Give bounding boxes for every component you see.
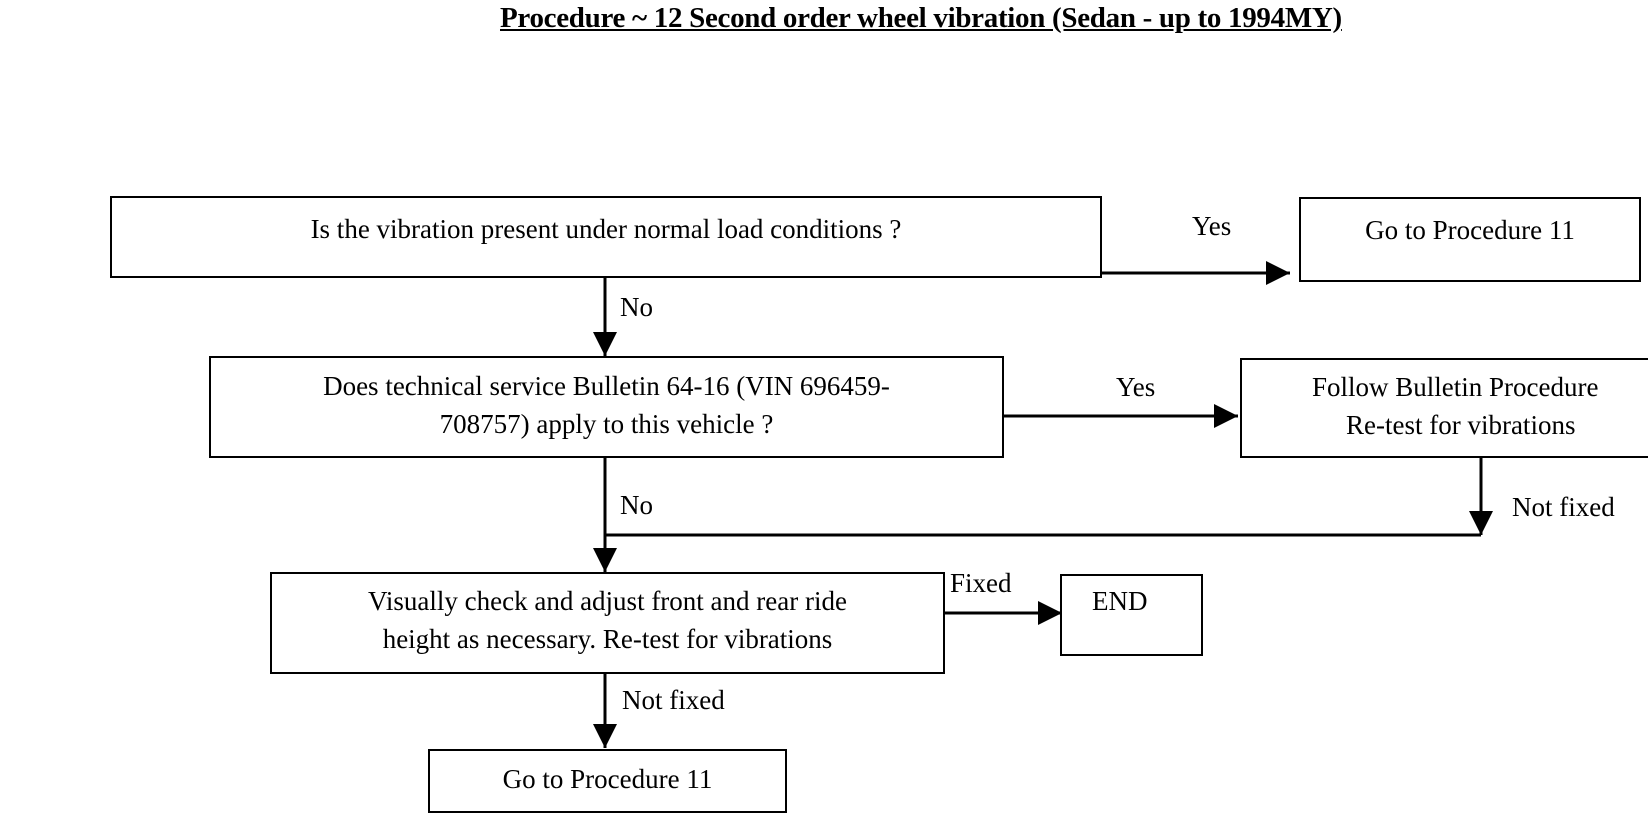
- node-end: END: [1060, 574, 1203, 656]
- edge-label-check-not-fixed: Not fixed: [622, 685, 725, 715]
- edge-label-q1-no: No: [620, 292, 653, 322]
- page-title: Procedure ~ 12 Second order wheel vibrat…: [500, 2, 1342, 34]
- node-goto11-top-text: Go to Procedure 11: [1365, 215, 1575, 245]
- node-follow-bulletin: Follow Bulletin Procedure Re-test for vi…: [1240, 358, 1648, 458]
- node-goto-procedure-11-bottom: Go to Procedure 11: [428, 749, 787, 813]
- edge-label-bulletin-not-fixed: Not fixed: [1512, 492, 1615, 522]
- edge-label-check-fixed: Fixed: [950, 568, 1012, 598]
- edge-label-q2-no: No: [620, 490, 653, 520]
- node-bulletin-line1: Follow Bulletin Procedure: [1312, 372, 1599, 402]
- node-q2-line1: Does technical service Bulletin 64-16 (V…: [323, 371, 890, 401]
- node-q1-normal-load: Is the vibration present under normal lo…: [110, 196, 1102, 278]
- node-q2-bulletin-applies: Does technical service Bulletin 64-16 (V…: [209, 356, 1004, 458]
- edge-label-q1-yes: Yes: [1192, 211, 1232, 241]
- edge-label-q2-yes: Yes: [1116, 372, 1156, 402]
- node-check-line2: height as necessary. Re-test for vibrati…: [382, 624, 833, 654]
- node-goto-procedure-11-top: Go to Procedure 11: [1299, 197, 1641, 282]
- node-end-text: END: [1092, 586, 1148, 616]
- node-check-ride-height: Visually check and adjust front and rear…: [270, 572, 945, 674]
- node-goto11-bottom-text: Go to Procedure 11: [502, 764, 713, 794]
- node-q1-text: Is the vibration present under normal lo…: [310, 214, 902, 244]
- node-q2-line2: 708757) apply to this vehicle ?: [439, 409, 774, 439]
- node-check-line1: Visually check and adjust front and rear…: [368, 586, 847, 616]
- node-bulletin-line2: Re-test for vibrations: [1346, 410, 1576, 440]
